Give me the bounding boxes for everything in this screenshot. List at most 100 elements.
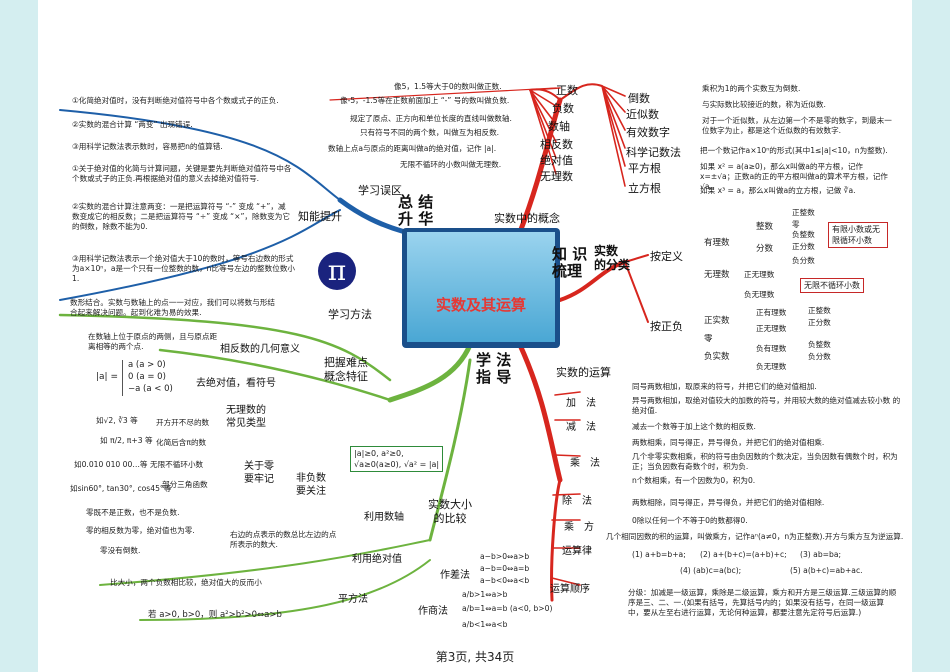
class-negative-integer: 负整数 xyxy=(792,230,815,239)
summary-main-branch xyxy=(337,197,408,235)
concept-label-opposite: 相反数 xyxy=(540,138,573,151)
op-sub-label: 减 法 xyxy=(566,422,596,433)
op-law-5: (5) a(b+c)=ab+ac. xyxy=(790,566,863,575)
mistake-1: ①化简绝对值时，没有判断绝对值符号中各个数或式子的正负. xyxy=(72,96,279,105)
class-pos-irrational: 正无理数 xyxy=(756,324,787,333)
concept-text-opposite: 只有符号不同的两个数，叫做互为相反数. xyxy=(360,128,500,137)
class-pos-rational: 正有理数 xyxy=(756,308,787,317)
compare-abs-label: 利用绝对值 xyxy=(352,554,402,565)
right-margin-strip xyxy=(912,0,950,672)
page-footer: 第3页, 共34页 xyxy=(435,650,515,664)
compare-square-text: 若 a>0, b>0，则 a²>b²>0⇔a>b xyxy=(148,610,282,620)
method-study-branch xyxy=(58,313,392,382)
quot-rule-1: a/b>1⇔a>b xyxy=(462,590,508,599)
op-order-label: 运算顺序 xyxy=(550,584,590,595)
class-positive-irrational: 正无理数 xyxy=(744,270,775,279)
concept-text-approx: 与实际数比较接近的数，称为近似数. xyxy=(702,100,826,109)
class-fraction: 分数 xyxy=(756,244,774,254)
summary-label: 总 结 升 华 xyxy=(398,193,434,228)
compare-leaves xyxy=(99,539,431,586)
concept-label-significant: 有效数字 xyxy=(626,126,670,139)
class-neg-int2: 负整数 xyxy=(808,340,831,349)
concept-text-negative: 像-5，-1.5等在正数前面加上 “-” 号的数叫做负数. xyxy=(340,96,510,105)
class-negative-irrational: 负无理数 xyxy=(744,290,775,299)
method-geo-label: 相反数的几何意义 xyxy=(220,344,300,355)
class-irrational: 无理数 xyxy=(704,270,730,280)
concept-label-reciprocal: 倒数 xyxy=(628,92,650,105)
branch-concepts-right xyxy=(559,83,603,101)
concept-text-positive: 像5，1.5等大于0的数叫做正数. xyxy=(394,82,502,91)
note-irrational-box: 无限不循环小数 xyxy=(800,278,864,293)
knowledge-label: 知 识 梳理 xyxy=(552,245,588,280)
class-zero2: 零 xyxy=(704,334,713,344)
concept-label-sqrt: 平方根 xyxy=(628,162,661,175)
operations-main-branch xyxy=(517,342,563,483)
concepts-label: 实数中的概念 xyxy=(494,212,560,225)
left-margin-strip xyxy=(0,0,38,672)
irr-ex-1: 如√2, ∛3 等 xyxy=(96,416,138,425)
operation-leaves xyxy=(551,391,581,586)
abs-case-1: a (a > 0) xyxy=(128,360,166,370)
op-mul-1: 两数相乘，同号得正，异号得负，并把它们的绝对值相乘. xyxy=(632,438,825,447)
mistake-2: ②实数的混合计算 “两变” 出现错误. xyxy=(72,120,193,129)
op-law-4: (4) (ab)c=a(bc); xyxy=(680,566,742,575)
method-zero-label: 关于零 要牢记 xyxy=(244,461,274,485)
compare-abs-text: 比大小，两个负数相比较，绝对值大的反而小 xyxy=(110,578,262,587)
irr-type-3: 无限不循环小数 xyxy=(150,460,204,469)
compare-diff-label: 作差法 xyxy=(440,570,470,581)
method-compare-branch xyxy=(428,358,472,542)
class-rational: 有理数 xyxy=(704,238,730,248)
op-law-1: (1) a+b=b+a; xyxy=(632,550,686,559)
operations-title: 实数的运算 xyxy=(556,366,611,379)
class-by-sign: 按正负 xyxy=(650,320,683,333)
concept-underline-neg xyxy=(329,87,557,101)
concept-label-positive: 正数 xyxy=(556,84,578,97)
method-compare-label: 实数大小 的比较 xyxy=(428,498,472,525)
classification-branch xyxy=(558,260,627,302)
op-pow-label: 乘 方 xyxy=(564,522,594,533)
abs-case-3: −a (a < 0) xyxy=(128,384,173,394)
op-add-label: 加 法 xyxy=(566,398,596,409)
abs-brace xyxy=(122,360,123,396)
improve-2: ②实数的混合计算注意两变：一是把运算符号 “-” 变成 “+”，减数变成它的相反… xyxy=(72,202,290,231)
method-irrational-label: 无理数的 常见类型 xyxy=(226,405,266,429)
quot-rule-2: a/b=1⇔a=b (a<0, b>0) xyxy=(462,604,553,613)
class-neg-irrational: 负无理数 xyxy=(756,362,787,371)
op-law-label: 运算律 xyxy=(562,546,592,557)
summary-mistakes-branch xyxy=(59,109,341,201)
compare-quot-label: 作商法 xyxy=(418,606,448,617)
classification-title: 实数 的分类 xyxy=(594,244,631,272)
mistake-3: ③用科学记数法表示数时，容易把n的值算错. xyxy=(72,142,223,151)
class-pos-frac2: 正分数 xyxy=(808,318,831,327)
classification-sub xyxy=(624,254,649,323)
op-add-2: 异号两数相加，取绝对值较大的加数的符号，并用较大数的绝对值减去较小数 的绝对值. xyxy=(632,396,901,415)
class-by-definition: 按定义 xyxy=(650,250,683,263)
method-geo-text: 在数轴上位于原点的两侧，且与原点距离相等的两个点. xyxy=(88,332,218,351)
improve-3: ③用科学记数法表示一个绝对值大于10的数时，等号右边数的形式为a×10ⁿ，a是一… xyxy=(72,254,296,283)
operations-trunk xyxy=(550,478,562,602)
note-rational-box: 有限小数或无限循环小数 xyxy=(828,222,888,248)
irr-ex-2: 如 π/2, π+3 等 xyxy=(100,436,153,445)
class-pos-int2: 正整数 xyxy=(808,306,831,315)
compare-square xyxy=(139,559,431,621)
method-study-text: 数形结合。实数与数轴上的点一一对应，我们可以将数与形结合起来解决问题。起到化难为… xyxy=(70,298,276,317)
diff-rule-2: a−b=0⇔a=b xyxy=(480,564,530,573)
class-neg-rational: 负有理数 xyxy=(756,344,787,353)
concept-text-sqrt: 如果 x² = a(a≥0)，那么x叫做a的平方根，记作x=±√a；正数a的正的… xyxy=(700,162,888,191)
center-card-canvas: 实数及其运算 xyxy=(407,232,555,342)
op-order-text: 分级：加减是一级运算，乘除是二级运算，乘方和开方是三级运算.三级运算的顺序是三、… xyxy=(628,588,897,617)
op-div-label: 除 法 xyxy=(562,496,592,507)
class-integer: 整数 xyxy=(756,222,774,232)
pi-logo-icon: π xyxy=(318,252,356,290)
concept-text-reciprocal: 乘积为1的两个实数互为倒数. xyxy=(702,84,801,93)
class-positive-integer: 正整数 xyxy=(792,208,815,217)
diff-rule-1: a−b>0⇔a>b xyxy=(480,552,530,561)
quot-rule-3: a/b<1⇔a<b xyxy=(462,620,508,629)
abs-left: |a| = xyxy=(96,372,118,382)
irr-ex-3: 如0.010 010 00…等 xyxy=(74,460,148,469)
center-topic-title: 实数及其运算 xyxy=(435,296,526,314)
abs-case-2: 0 (a = 0) xyxy=(128,372,166,382)
concept-text-irrational: 无限不循环的小数叫做无理数. xyxy=(400,160,502,169)
zero-rule-1: 零既不是正数，也不是负数. xyxy=(86,508,180,517)
